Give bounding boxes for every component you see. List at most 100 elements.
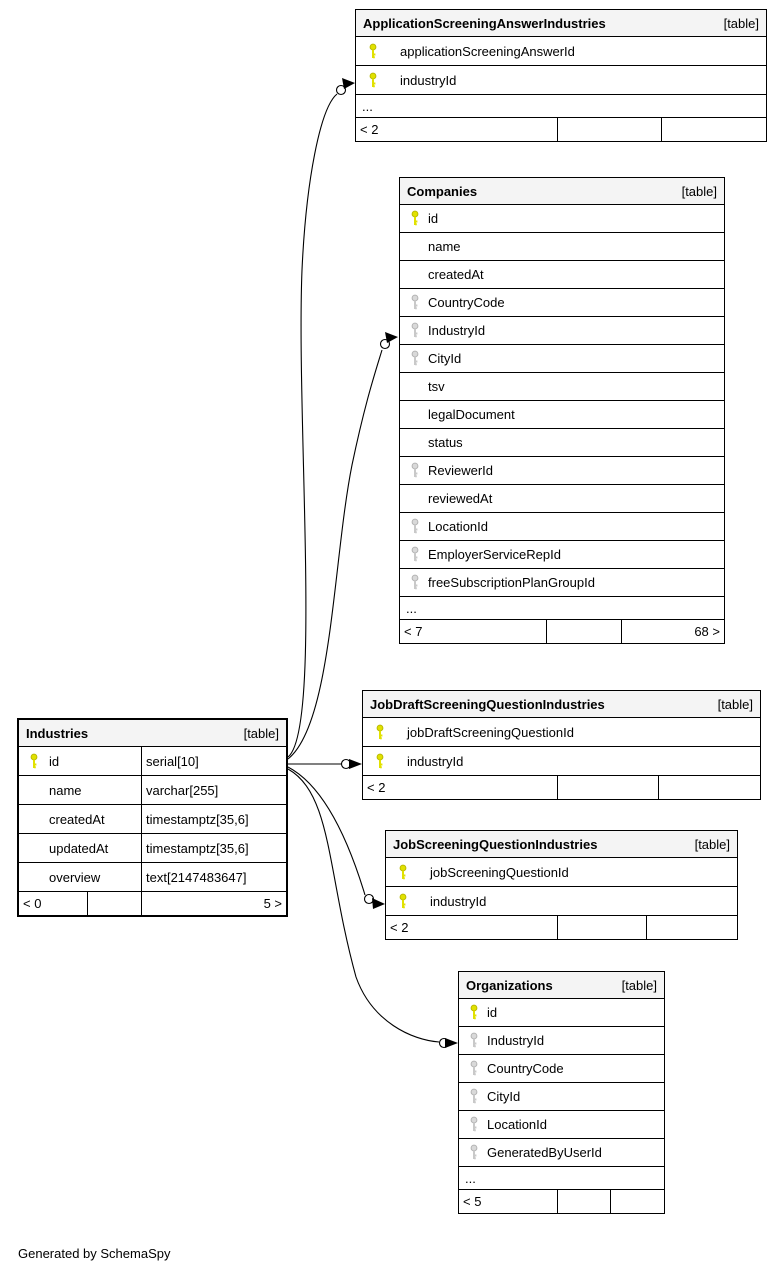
stats-footer: < 2 — [356, 118, 766, 141]
column-row: ReviewerId — [400, 457, 724, 485]
stat-children — [662, 118, 766, 141]
column-name: jobDraftScreeningQuestionId — [407, 724, 574, 740]
stat-children — [659, 776, 760, 799]
foreign-key-icon — [465, 1088, 483, 1105]
stat-parents: < 2 — [386, 916, 558, 939]
foreign-key-icon — [406, 350, 424, 367]
table-node-organizations[interactable]: Organizations [table] id IndustryId Coun… — [458, 971, 665, 1214]
table-node-job-draft-screening-question-industries[interactable]: JobDraftScreeningQuestionIndustries [tab… — [362, 690, 761, 800]
column-name-cell: overview — [19, 863, 142, 891]
column-name: LocationId — [487, 1117, 547, 1132]
column-name: id — [49, 753, 60, 769]
column-row: overview text[2147483647] — [19, 863, 286, 892]
column-name: CountryCode — [428, 295, 505, 310]
table-title: JobScreeningQuestionIndustries — [393, 836, 598, 852]
foreign-key-icon — [406, 518, 424, 535]
stat-parents: < 0 — [19, 892, 88, 915]
stats-footer: < 0 5 > — [19, 892, 286, 915]
table-title: ApplicationScreeningAnswerIndustries — [363, 15, 606, 31]
table-header[interactable]: ApplicationScreeningAnswerIndustries [ta… — [356, 10, 766, 37]
column-name: id — [487, 1005, 498, 1020]
table-header[interactable]: Industries [table] — [19, 720, 286, 747]
column-row: industryId — [386, 887, 737, 916]
arrowhead-icon — [372, 898, 385, 909]
column-name: jobScreeningQuestionId — [430, 864, 569, 880]
column-row: CountryCode — [459, 1055, 664, 1083]
foreign-key-icon — [406, 462, 424, 479]
column-name-cell: name — [19, 776, 142, 804]
column-row: jobScreeningQuestionId — [386, 858, 737, 887]
primary-key-icon — [394, 864, 412, 881]
column-row: GeneratedByUserId — [459, 1139, 664, 1167]
column-name: IndustryId — [487, 1033, 545, 1048]
column-row: IndustryId — [400, 317, 724, 345]
column-row: applicationScreeningAnswerId — [356, 37, 766, 66]
foreign-key-icon — [465, 1116, 483, 1133]
column-row: status — [400, 429, 724, 457]
stat-parents: < 2 — [363, 776, 558, 799]
table-type-tag: [table] — [694, 836, 730, 852]
foreign-key-icon — [406, 322, 424, 339]
table-node-companies[interactable]: Companies [table] id name createdAt Coun… — [399, 177, 725, 644]
foreign-key-icon — [465, 1032, 483, 1049]
stat-middle — [547, 620, 622, 643]
column-row: CountryCode — [400, 289, 724, 317]
column-row: tsv — [400, 373, 724, 401]
column-name: name — [428, 239, 461, 254]
column-name: reviewedAt — [428, 491, 493, 506]
table-header[interactable]: Companies [table] — [400, 178, 724, 205]
foreign-key-icon — [406, 546, 424, 563]
stat-parents: < 7 — [400, 620, 547, 643]
column-name: industryId — [407, 753, 464, 769]
column-row: IndustryId — [459, 1027, 664, 1055]
table-type-tag: [table] — [717, 696, 753, 712]
column-name: freeSubscriptionPlanGroupId — [428, 575, 595, 590]
table-header[interactable]: JobDraftScreeningQuestionIndustries [tab… — [363, 691, 760, 718]
stat-middle — [558, 1190, 611, 1213]
column-type: text[2147483647] — [146, 869, 247, 885]
zero-or-one-circle-icon — [335, 84, 347, 96]
table-title: JobDraftScreeningQuestionIndustries — [370, 696, 605, 712]
stats-footer: < 5 — [459, 1190, 664, 1213]
column-row: updatedAt timestamptz[35,6] — [19, 834, 286, 863]
column-row: legalDocument — [400, 401, 724, 429]
column-name: overview — [49, 869, 101, 885]
column-name: industryId — [430, 893, 487, 909]
table-node-industries[interactable]: Industries [table] id serial[10] name va… — [17, 718, 288, 917]
column-name: industryId — [400, 72, 457, 88]
column-type: varchar[255] — [146, 782, 219, 798]
stat-parents: < 2 — [356, 118, 558, 141]
column-row: id — [459, 999, 664, 1027]
primary-key-icon — [371, 753, 389, 770]
edge-industries-to-job-screening-question-industries — [287, 766, 385, 909]
column-name: CountryCode — [487, 1061, 564, 1076]
table-node-application-screening-answer-industries[interactable]: ApplicationScreeningAnswerIndustries [ta… — [355, 9, 767, 142]
table-header[interactable]: JobScreeningQuestionIndustries [table] — [386, 831, 737, 858]
column-row: id — [400, 205, 724, 233]
primary-key-icon — [406, 210, 424, 227]
column-row: createdAt timestamptz[35,6] — [19, 805, 286, 834]
table-node-job-screening-question-industries[interactable]: JobScreeningQuestionIndustries [table] j… — [385, 830, 738, 940]
column-name: legalDocument — [428, 407, 515, 422]
table-title: Companies — [407, 183, 478, 199]
column-name: GeneratedByUserId — [487, 1145, 602, 1160]
table-type-tag: [table] — [723, 15, 759, 31]
column-name: tsv — [428, 379, 445, 394]
primary-key-icon — [364, 72, 382, 89]
more-columns-row: ... — [459, 1167, 664, 1190]
column-row: name — [400, 233, 724, 261]
table-type-tag: [table] — [621, 977, 657, 993]
column-name: createdAt — [428, 267, 484, 282]
foreign-key-icon — [406, 574, 424, 591]
column-type: serial[10] — [146, 753, 199, 769]
column-name: status — [428, 435, 463, 450]
stats-footer: < 7 68 > — [400, 620, 724, 643]
primary-key-icon — [25, 753, 43, 770]
column-row: CityId — [459, 1083, 664, 1111]
column-name: CityId — [428, 351, 462, 366]
arrowhead-icon — [385, 332, 398, 343]
arrowhead-icon — [342, 78, 355, 89]
table-header[interactable]: Organizations [table] — [459, 972, 664, 999]
